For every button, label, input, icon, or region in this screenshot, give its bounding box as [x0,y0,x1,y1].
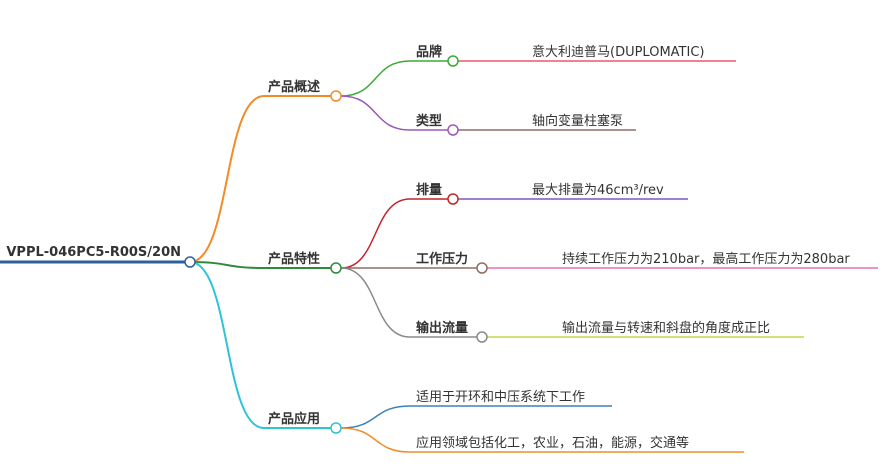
child-node-dot[interactable] [476,262,488,274]
child-label-1-0: 排量 [416,182,442,198]
leaf-label-0-1: 轴向变量柱塞泵 [532,113,623,129]
child-label-2-0: 适用于开环和中压系统下工作 [416,390,585,405]
child-label-0-0: 品牌 [416,44,442,60]
child-connector [340,95,411,131]
child-connector [340,427,411,453]
child-node-dot[interactable] [447,55,459,67]
child-label-1-2: 输出流量 [416,320,468,336]
branch-label-1: 产品特性 [268,251,320,267]
child-connector [340,267,411,338]
branch-connector [189,95,265,263]
child-label-0-1: 类型 [416,113,442,129]
child-connector [340,60,411,97]
leaf-label-0-0: 意大利迪普马(DUPLOMATIC) [532,44,704,60]
leaf-label-1-0: 最大排量为46cm³/rev [532,183,664,198]
branch-label-2: 产品应用 [268,411,320,427]
branch-node-dot[interactable] [330,422,342,434]
root-node-dot[interactable] [184,256,196,268]
branch-connector [189,261,265,269]
child-label-1-1: 工作压力 [416,251,468,267]
leaf-label-1-2: 输出流量与转速和斜盘的角度成正比 [562,320,770,336]
branch-label-0: 产品概述 [268,79,320,95]
branch-node-dot[interactable] [330,262,342,274]
leaf-label-1-1: 持续工作压力为210bar，最高工作压力为280bar [562,251,850,267]
child-connector [340,198,411,269]
branch-node-dot[interactable] [330,90,342,102]
child-node-dot[interactable] [476,331,488,343]
branch-connector [189,261,265,429]
child-node-dot[interactable] [447,124,459,136]
root-node-label: VPPL-046PC5-R00S/20N [6,245,181,260]
child-label-2-1: 应用领域包括化工，农业，石油，能源，交通等 [416,435,689,451]
child-node-dot[interactable] [447,193,459,205]
child-connector [340,405,411,429]
